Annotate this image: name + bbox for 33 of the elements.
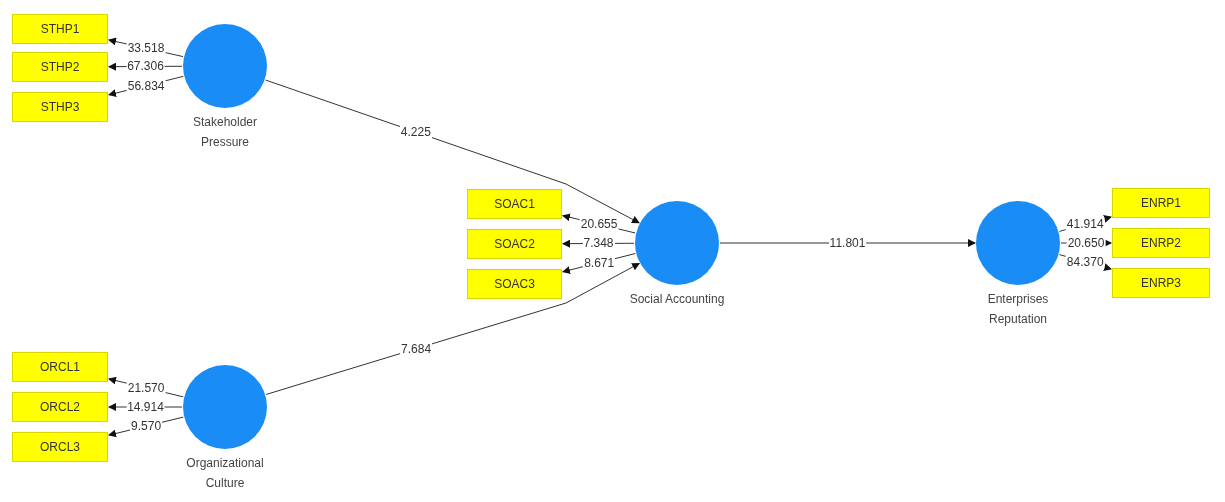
- edge-label: 20.650: [1066, 236, 1106, 250]
- edge-label: 21.570: [126, 381, 166, 395]
- indicator-box: SOAC2: [467, 229, 562, 259]
- edge-label: 67.306: [126, 59, 165, 73]
- indicator-box: ENRP1: [1112, 188, 1210, 218]
- arrow: [265, 262, 641, 395]
- arrow: [265, 79, 640, 224]
- node-caption: Organizational Culture: [185, 455, 265, 492]
- edge-label: 20.655: [579, 217, 619, 231]
- indicator-box: SOAC1: [467, 189, 562, 219]
- edge-label: 7.684: [400, 342, 433, 356]
- indicator-box: STHP3: [12, 92, 108, 122]
- node-caption: Social Accounting: [628, 291, 726, 308]
- indicator-box: ORCL1: [12, 352, 108, 382]
- edge-label: 8.671: [583, 256, 616, 270]
- edge-label: 11.801: [828, 236, 867, 250]
- edge-label: 41.914: [1065, 217, 1105, 231]
- indicator-box: SOAC3: [467, 269, 562, 299]
- edge-label: 4.225: [399, 125, 432, 139]
- node-caption: Enterprises Reputation: [986, 291, 1050, 328]
- indicator-box: STHP1: [12, 14, 108, 44]
- edge-label: 33.518: [126, 41, 166, 55]
- indicator-box: STHP2: [12, 52, 108, 82]
- indicator-box: ENRP3: [1112, 268, 1210, 298]
- indicator-box: ORCL3: [12, 432, 108, 462]
- edge-label: 9.570: [130, 419, 163, 433]
- indicator-box: ENRP2: [1112, 228, 1210, 258]
- edge-label: 56.834: [126, 79, 166, 93]
- node-caption: Stakeholder Pressure: [191, 114, 258, 151]
- edge-label: 7.348: [582, 236, 615, 250]
- indicator-box: ORCL2: [12, 392, 108, 422]
- edge-label: 84.370: [1065, 255, 1105, 269]
- edge-label: 14.914: [126, 400, 165, 414]
